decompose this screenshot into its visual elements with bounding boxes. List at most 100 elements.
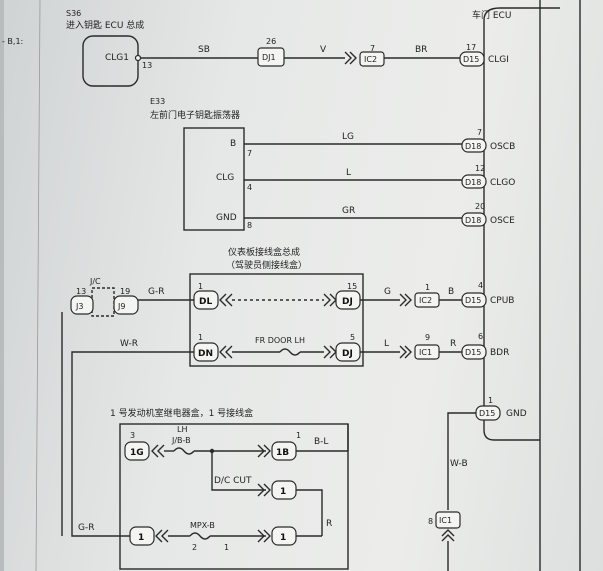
- e33-line1-ecu-conn: [461, 138, 487, 153]
- gnd-ecu-no: 1: [488, 396, 493, 405]
- relay-bottom-left-conn: [129, 526, 155, 546]
- relay-dc-pin: 1: [280, 487, 286, 497]
- instrument-panel-jb: 仪表板接线盒总成 （驾驶员侧接线盒）: [189, 246, 364, 367]
- dl-connector: [193, 290, 219, 310]
- gnd-ecu-pin: GND: [506, 409, 527, 419]
- e33-line2-ecu-no: 12: [475, 164, 485, 173]
- gnd-ic-label: IC1: [439, 516, 452, 525]
- bdr-color2: L: [384, 339, 389, 349]
- bdr-color3: R: [450, 339, 456, 349]
- bdr-dj: DJ: [342, 349, 353, 359]
- line1-ecu-conn: [459, 51, 485, 67]
- e33-line3-color: GR: [342, 206, 355, 216]
- jc-left-conn-label: J3: [75, 302, 83, 311]
- page-margin-line: [35, 0, 41, 571]
- relay-dc-arrow: [257, 483, 271, 497]
- e33-line2-ecu-conn-label: D18: [465, 178, 481, 187]
- e33-name: 左前门电子钥匙振荡器: [150, 109, 240, 121]
- cpub-dl-no: 1: [198, 282, 203, 291]
- jc-dashed-box: [91, 287, 115, 317]
- door-ecu: 车门 ECU: [472, 0, 581, 571]
- line1-wire: SB: [198, 45, 210, 55]
- e33-pin-gnd-no: 8: [247, 221, 252, 230]
- cpub-left-arrow: [219, 293, 233, 307]
- fr-door-fuse: [279, 348, 301, 356]
- cpub-color1: G-R: [148, 287, 164, 297]
- jc-right-conn: [113, 295, 139, 315]
- e33-line3-ecu-conn: [461, 212, 487, 227]
- bdr-ic-arrow: [399, 345, 412, 359]
- door-ecu-outline: [483, 7, 560, 52]
- e33-line1-ecu-pin: OSCB: [490, 142, 515, 152]
- line1-ecu-no: 17: [466, 43, 476, 52]
- junction-connector: J/C 13 19 J3 J9: [70, 277, 139, 317]
- line1-conn-no: 26: [266, 37, 276, 46]
- bdr-color1: W-R: [120, 339, 138, 349]
- e33-pin-clg: CLG: [216, 173, 234, 183]
- cpub-dj-no: 15: [347, 282, 357, 291]
- relay-r-color: R: [326, 519, 332, 529]
- bottom-wire-color: G-R: [78, 523, 94, 533]
- s36-code: S36: [66, 9, 81, 18]
- bdr-right-arrow: [323, 345, 337, 359]
- cpub-ic-arrow: [399, 293, 412, 307]
- dn-connector: [193, 342, 219, 362]
- line1-color: V: [320, 45, 327, 55]
- cpub-ecu-conn: [461, 292, 487, 308]
- relay-1b-arrow: [257, 444, 271, 458]
- bdr-fuse: FR DOOR LH: [255, 336, 305, 345]
- line1-connector-arrow: [344, 51, 357, 65]
- jb-title: 仪表板接线盒总成: [228, 246, 300, 258]
- relay-dc-cut: D/C CUT: [214, 476, 252, 486]
- relay-bottom-left-arrow: [155, 529, 169, 543]
- jb-subtitle: （驾驶员侧接线盒）: [226, 259, 307, 271]
- bdr-dj-no: 5: [350, 333, 355, 342]
- gnd-color: W-B: [450, 459, 468, 469]
- e33-line3-ecu-pin: OSCE: [490, 216, 515, 226]
- e33-code: E33: [150, 97, 165, 106]
- jc-left-no: 13: [76, 287, 86, 296]
- jc-right-no: 19: [120, 287, 130, 296]
- relay-lh: LH: [177, 425, 187, 434]
- s36-name: 进入钥匙 ECU 总成: [66, 19, 144, 31]
- bdr-ecu-conn: [461, 344, 487, 360]
- bdr-ecu-pin: BDR: [490, 348, 509, 358]
- e33-pin-gnd: GND: [216, 213, 237, 223]
- gnd-ic-no: 8: [428, 517, 433, 526]
- gnd-ic: [435, 511, 461, 529]
- relay-1b: 1B: [276, 448, 289, 458]
- bdr-ic-no: 9: [425, 333, 430, 342]
- e33-line2-color: L: [346, 168, 351, 178]
- dj1-connector: [257, 47, 285, 67]
- relay-out-color: B-L: [314, 437, 328, 447]
- bdr-dn-no: 1: [198, 333, 203, 342]
- relay-mpx-n2: 1: [224, 543, 229, 552]
- cpub-ic-label: IC2: [419, 296, 432, 305]
- line1-ic: [359, 51, 385, 67]
- relay-1g-conn: [124, 441, 150, 461]
- line1-ic-no: 7: [370, 44, 375, 53]
- gnd-ecu-conn-label: D15: [479, 409, 495, 418]
- relay-1g: 1G: [130, 448, 144, 458]
- cpub-dj: DJ: [342, 297, 353, 307]
- relay-box-title: 1 号发动机室继电器盒，1 号接线盒: [110, 407, 253, 419]
- e33-line3-ecu-conn-label: D18: [465, 216, 481, 225]
- line1-color2: BR: [415, 45, 427, 55]
- door-ecu-name: 车门 ECU: [472, 9, 511, 21]
- line1-ecu-pin: CLGI: [488, 55, 509, 65]
- line-bdr: W-R 1 DN FR DOOR LH 5 DJ L 9 IC1 R 6 D15…: [71, 332, 509, 537]
- cpub-right-arrow: [323, 293, 337, 307]
- s36-terminal: [134, 54, 142, 62]
- cpub-color2: G: [384, 287, 391, 297]
- e33-pin-b-no: 7: [247, 149, 252, 158]
- cpub-ecu-no: 4: [478, 281, 483, 290]
- bdr-ecu-no: 6: [478, 332, 483, 341]
- e33-oscillator: E33 左前门电子钥匙振荡器 B 7 CLG 4 GND 8 LG 7 D18 …: [150, 97, 515, 231]
- line-cpub: G-R 1 DL 15 DJ G 1 IC2 B 4 D15 CPUB: [138, 281, 514, 310]
- jc-label: J/C: [89, 277, 101, 286]
- line-gnd: 1 D15 GND W-B 8 IC1: [428, 396, 527, 571]
- relay-bottom-left-pin: 1: [138, 533, 144, 543]
- relay-mpx-pin: 1: [280, 533, 286, 543]
